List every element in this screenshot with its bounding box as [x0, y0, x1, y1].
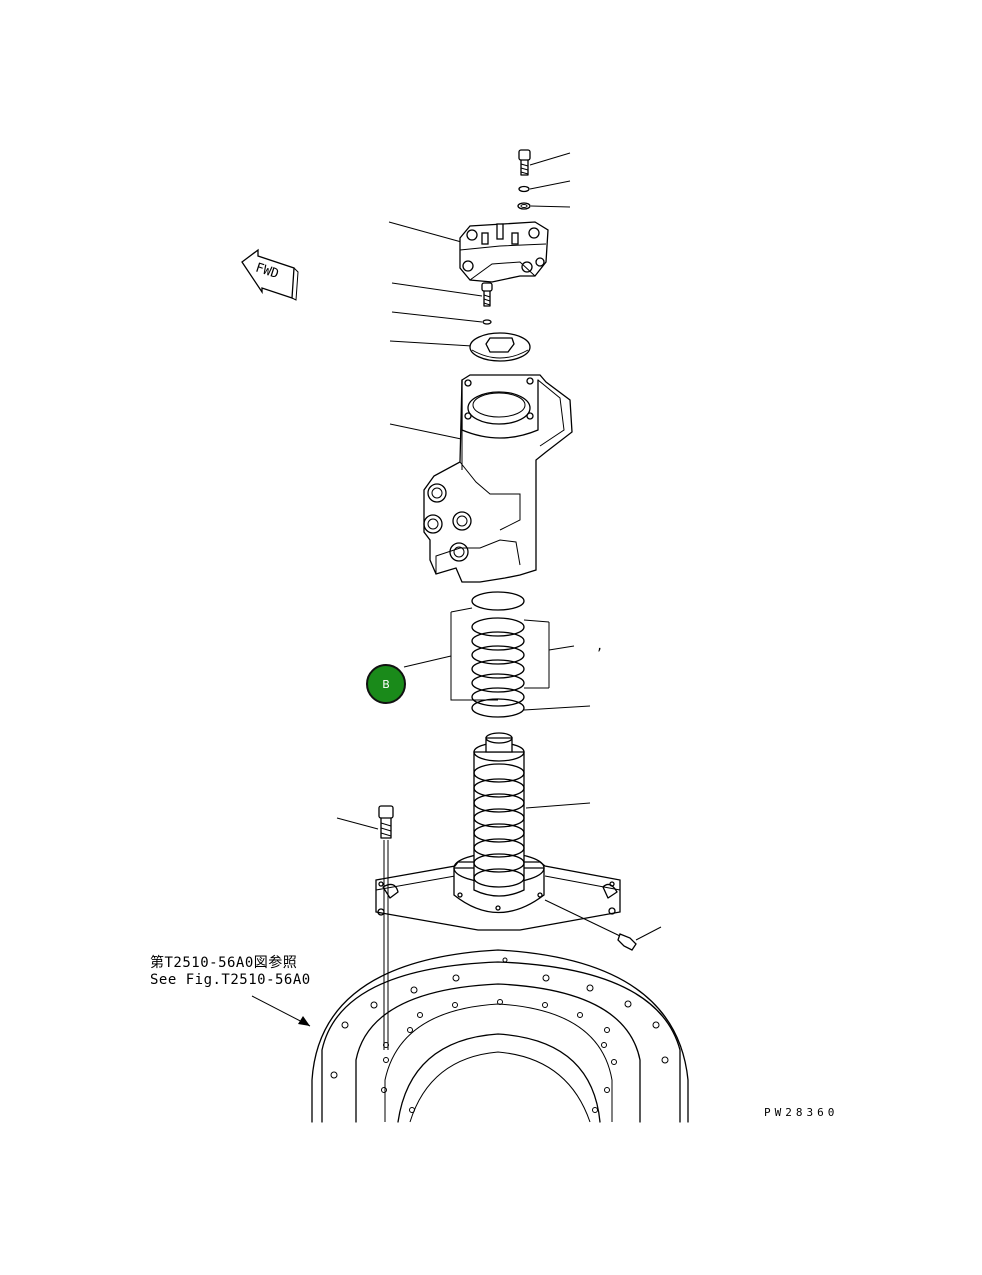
- top-o-ring: [517, 202, 531, 210]
- seal-set: [450, 591, 550, 718]
- swivel-rotor: [375, 732, 621, 931]
- reference-arrow: [251, 995, 311, 1027]
- fwd-arrow: FWD: [241, 248, 299, 301]
- badge-label: B: [382, 677, 390, 691]
- reference-note-jp: 第T2510-56A0図参照: [150, 955, 298, 971]
- cover-bolt: [481, 282, 493, 307]
- leader-lines: [336, 152, 662, 941]
- thrust-plate: [469, 332, 531, 362]
- swivel-cover: [459, 221, 549, 283]
- lock-washer: [518, 185, 530, 193]
- stray-mark: ,: [596, 639, 603, 653]
- callout-badge-b[interactable]: B: [366, 664, 406, 704]
- swing-circle: [311, 949, 689, 1123]
- reference-note: 第T2510-56A0図参照 See Fig.T2510-56A0: [150, 955, 311, 989]
- drawing-code: PW28360: [764, 1106, 839, 1119]
- small-washer: [482, 319, 492, 325]
- reference-note-en: See Fig.T2510-56A0: [150, 972, 311, 988]
- fwd-label: FWD: [254, 261, 281, 283]
- top-bolt: [518, 149, 531, 176]
- swivel-joint-body: [423, 374, 573, 583]
- plug-fitting: [544, 899, 637, 951]
